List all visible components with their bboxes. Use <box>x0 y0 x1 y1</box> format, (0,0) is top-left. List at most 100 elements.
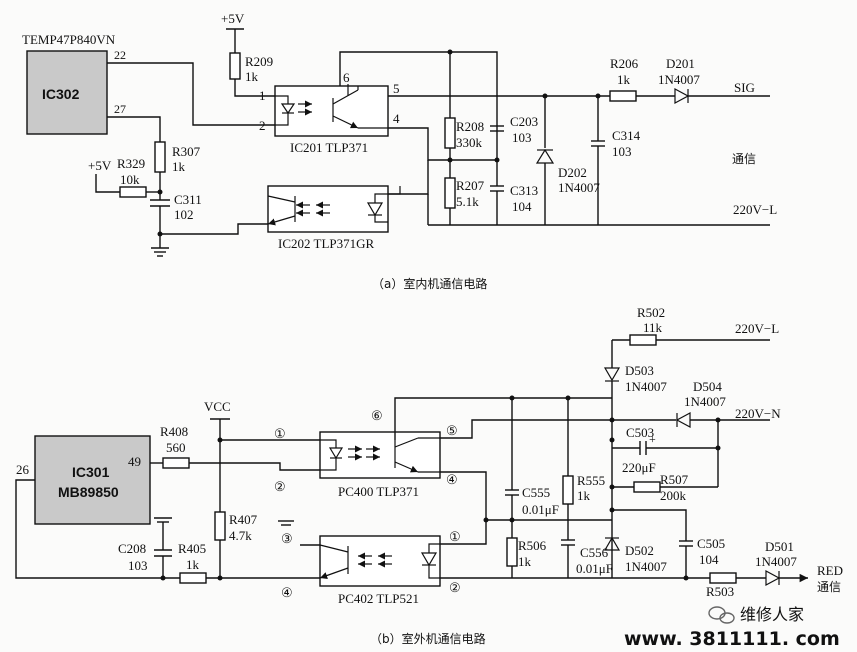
r408-body <box>162 457 190 469</box>
circle-6-b: ⑥ <box>371 408 383 423</box>
ic302-name: IC302 <box>42 86 80 102</box>
ground-symbol-b <box>154 517 172 523</box>
r408-value: 560 <box>166 440 186 455</box>
r408-name: R408 <box>160 424 188 439</box>
node-r555 <box>565 395 571 401</box>
ic301-part: MB89850 <box>58 484 119 500</box>
node-c555 <box>509 395 515 401</box>
wire-ic202-anode <box>388 160 429 195</box>
r507-value: 200k <box>660 488 687 503</box>
c505-value: 104 <box>699 552 719 567</box>
d503-value: 1N4007 <box>625 379 667 394</box>
pc402-body <box>319 535 441 587</box>
ic202-transistor-icon <box>267 195 330 226</box>
wire-r408-pc400 <box>189 462 320 471</box>
r329-value: 10k <box>120 172 140 187</box>
watermark: 维修人家 www. 3811111. com <box>624 605 840 650</box>
wire-r209-pin1 <box>234 79 275 97</box>
node-c503 <box>715 445 721 451</box>
wire-pc402-pin1 <box>440 520 487 545</box>
c555-value: 0.01μF <box>522 502 559 517</box>
r502-name: R502 <box>637 305 665 320</box>
node-c314 <box>595 93 601 99</box>
pc400-name: PC400 TLP371 <box>338 484 419 499</box>
pc400-transistor-icon <box>394 437 440 473</box>
c203-value: 103 <box>512 130 532 145</box>
r502-body <box>629 334 657 346</box>
pc400-body <box>319 431 441 479</box>
node-c203 <box>494 157 500 163</box>
r329-body <box>119 186 147 198</box>
c208-value: 103 <box>128 558 148 573</box>
d502-diode-icon <box>603 536 621 551</box>
d201-diode-icon <box>674 87 690 105</box>
circle-1-b: ① <box>274 426 286 441</box>
wire-pc400-pin6 <box>394 397 612 440</box>
comm-label-a: 通信 <box>732 152 756 166</box>
n220-label: 220V−N <box>735 406 781 421</box>
c311-name: C311 <box>174 192 202 207</box>
c313-name: C313 <box>510 183 538 198</box>
ic201-pin1: 1 <box>259 88 266 103</box>
watermark-brand: 维修人家 <box>740 605 804 624</box>
node-r208-mid <box>447 157 453 163</box>
r209-value: 1k <box>245 69 259 84</box>
wire-pc400-pin5 <box>440 419 612 439</box>
ic201-transistor-icon <box>332 84 388 129</box>
node-d202 <box>542 93 548 99</box>
r506-value: 1k <box>518 554 532 569</box>
caption-b: （b）室外机通信电路 <box>370 631 486 646</box>
d502-value: 1N4007 <box>625 559 667 574</box>
ic201-pin5: 5 <box>393 81 400 96</box>
c555-name: C555 <box>522 485 550 500</box>
pc402-transistor-icon <box>319 544 392 579</box>
ic202-led-icon <box>366 186 401 223</box>
r555-body <box>562 475 574 505</box>
wire-5v-r329 <box>95 174 120 193</box>
ic302-chip <box>26 50 108 135</box>
c203-name: C203 <box>510 114 538 129</box>
circle-2-b2: ② <box>449 580 461 595</box>
ic302-pin27: 27 <box>114 102 126 116</box>
r209-body <box>229 52 241 80</box>
c311-value: 102 <box>174 207 194 222</box>
r307-name: R307 <box>172 144 201 159</box>
ic202-body <box>267 185 389 233</box>
pc400-led-icon <box>320 439 380 471</box>
ic302-part: TEMP47P840VN <box>22 32 116 47</box>
d202-name: D202 <box>558 165 587 180</box>
node-c505 <box>683 575 689 581</box>
caption-a: （a）室内机通信电路 <box>372 276 487 291</box>
sig-label: SIG <box>734 80 755 95</box>
circle-4-b: ④ <box>281 585 293 600</box>
d504-diode-icon <box>675 411 691 429</box>
circuit-b: IC301 MB89850 49 26 R405 1k C208 103 R40… <box>15 305 843 646</box>
wire-pin6 <box>339 51 498 170</box>
wechat-icon <box>708 606 735 624</box>
ic302-pin22: 22 <box>114 48 126 62</box>
circle-2-b: ② <box>274 479 286 494</box>
d503-name: D503 <box>625 363 654 378</box>
ic202-name: IC202 TLP371GR <box>278 236 375 251</box>
r209-name: R209 <box>245 54 273 69</box>
l220-label-b: 220V−L <box>735 321 779 336</box>
red-label: RED <box>817 563 843 578</box>
vcc-label: VCC <box>204 399 231 414</box>
pc402-led-icon <box>420 543 440 579</box>
r208-value: 330k <box>456 135 483 150</box>
node-r208-top <box>447 49 453 55</box>
c503-value: 220μF <box>622 460 656 475</box>
r503-name: R503 <box>706 584 734 599</box>
wire-c505-top <box>612 509 687 541</box>
wire-pc400-pin4 <box>440 471 612 521</box>
r208-body <box>444 117 456 149</box>
d501-name: D501 <box>765 539 794 554</box>
r507-body <box>633 481 661 493</box>
r307-body <box>154 141 166 173</box>
ic201-led-icon <box>275 95 312 126</box>
node-vcc <box>217 437 223 443</box>
ic201-name: IC201 TLP371 <box>290 140 368 155</box>
r407-name: R407 <box>229 512 258 527</box>
